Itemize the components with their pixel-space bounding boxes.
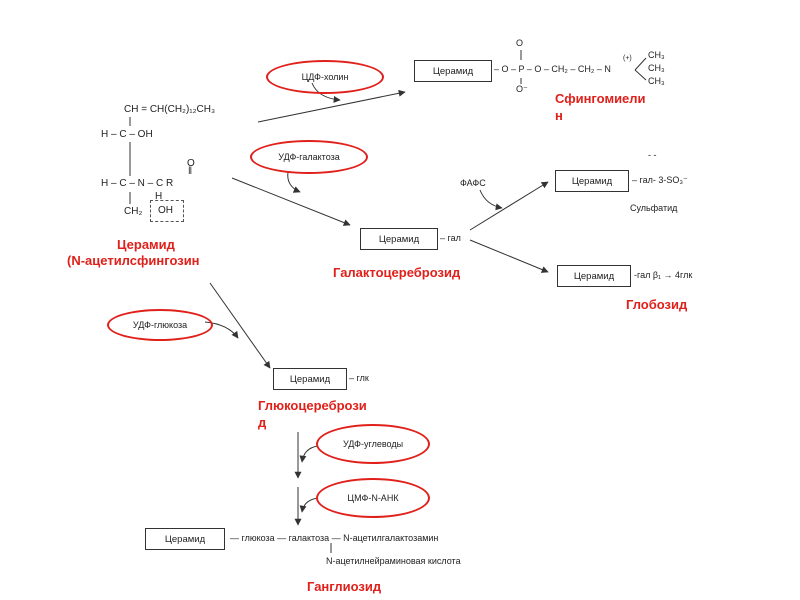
glucocerebroside-label-line2: д	[258, 415, 267, 430]
ceramide-label-line2: (N-ацетилсфингозин	[67, 253, 200, 268]
ceramide-box-glucocerebroside: Церамид	[273, 368, 347, 390]
phosphate-bottom-oxygen: O⁻	[516, 84, 528, 94]
sphingosine-hydroxyl-carbon: H – C – OH	[101, 129, 153, 140]
glucocerebroside-chain: – глк	[349, 373, 369, 383]
hook-pafs	[479, 189, 503, 211]
arrow-to-glucocerebroside	[209, 282, 271, 369]
ceramide-box-galactocerebroside: Церамид	[360, 228, 438, 250]
arrow-to-galactocerebroside	[231, 177, 351, 226]
hook-udp-galactose	[287, 171, 301, 193]
ganglioside-chain: — глюкоза — галактоза — N-ацетилгалактоз…	[230, 533, 439, 543]
ceramide-box-globoside: Церамид	[557, 265, 631, 287]
sphingosine-amide-carbon: H – C – N – C R	[101, 178, 174, 189]
galactocerebroside-chain: – гал	[440, 233, 461, 243]
cmp-nana-oval: ЦМФ-N-АНК	[316, 478, 430, 518]
arrow-to-sphingomyelin	[257, 89, 406, 123]
ceramide-box-ganglioside: Церамид	[145, 528, 225, 550]
sphingomyelin-phosphocholine: – O – P – O – CH₂ – CH₂ – N	[494, 64, 611, 74]
cdp-choline-oval: ЦДФ-холин	[266, 60, 384, 94]
sphingosine-chain: CH = CH(CH₂)₁₂CH₃	[124, 104, 216, 115]
double-bond: ‖	[188, 166, 193, 177]
carbonyl-oxygen: O	[187, 158, 195, 169]
hook-udp-carbs	[299, 445, 319, 463]
sulfatide-chain: – гал- 3-SO₃⁻	[632, 175, 688, 185]
edge-dash: - -	[648, 150, 657, 160]
oh-dashed-box	[150, 200, 184, 222]
galactocerebroside-label: Галактоцереброзид	[333, 265, 461, 280]
sulfatide-name: Сульфатид	[630, 203, 678, 213]
methyl-1: CH₃	[648, 50, 665, 60]
ceramide-label-line1: Церамид	[117, 237, 175, 252]
hook-cmp-nana	[299, 497, 319, 513]
globoside-chain: -гал β₁ → 4глк	[634, 270, 693, 280]
udp-galactose-oval: УДФ-галактоза	[250, 140, 368, 174]
ceramide-box-sphingomyelin: Церамид	[414, 60, 492, 82]
pafs-label: ФАФС	[460, 178, 486, 188]
ceramide-box-sulfatide: Церамид	[555, 170, 629, 192]
phosphate-top-oxygen: O	[516, 38, 524, 48]
ammonium-charge: (+)	[623, 55, 632, 62]
ganglioside-sialic-branch: N-ацетилнейраминовая кислота	[326, 556, 461, 566]
terminal-hydroxyl: OH	[158, 205, 173, 216]
amide-hydrogen: H	[155, 191, 163, 202]
glucocerebroside-label-line1: Глюкоцеребрози	[258, 398, 367, 413]
arrow-to-sulfatide	[469, 181, 549, 231]
methyl-2: CH₃	[648, 63, 665, 73]
udp-carbs-oval: УДФ-углеводы	[316, 424, 430, 464]
udp-glucose-oval: УДФ-глюкоза	[107, 309, 213, 341]
sphingosine-ch2: CH₂	[124, 206, 143, 217]
sphingomyelin-label-line1: Сфингомиели	[555, 91, 646, 106]
globoside-label: Глобозид	[626, 297, 688, 312]
methyl-3: CH₃	[648, 76, 665, 86]
arrow-to-globoside	[469, 239, 549, 273]
ganglioside-label: Ганглиозид	[307, 579, 382, 594]
sphingomyelin-label-line2: н	[555, 108, 563, 123]
